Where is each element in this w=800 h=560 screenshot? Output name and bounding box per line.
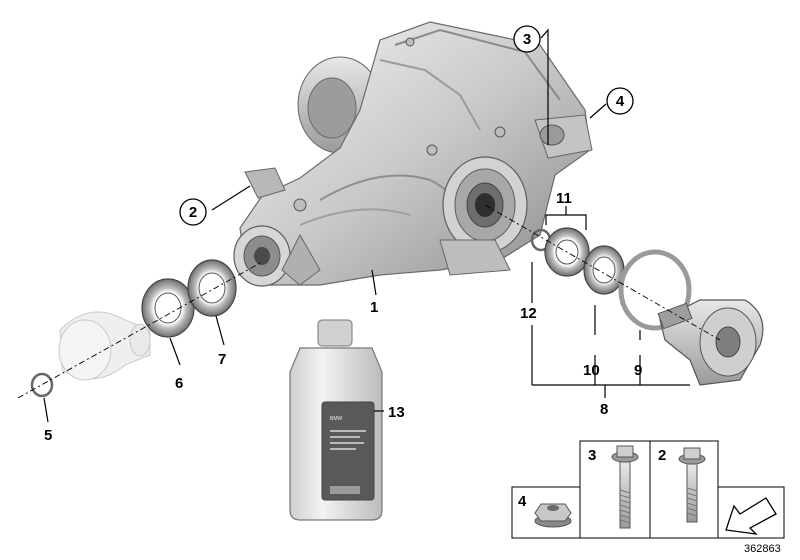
fastener-cell-3: 3: [588, 447, 596, 464]
callout-10: 10: [583, 362, 600, 379]
fastener-cell-2: 2: [658, 447, 666, 464]
fastener-cell-4: 4: [518, 493, 527, 510]
direction-arrow-icon: [725, 497, 777, 535]
callout-8: 8: [600, 401, 608, 418]
hex-bolt-short-icon: [678, 447, 706, 523]
shaft-seal-7: [187, 259, 237, 317]
shaft-seal-6: [141, 278, 195, 338]
callout-5: 5: [44, 427, 52, 444]
callout-3: 3: [523, 31, 531, 48]
shaft-seal-10: [583, 245, 625, 295]
differential-housing: [233, 21, 593, 287]
drive-flange: [58, 311, 151, 381]
assembly-axis-right: [484, 204, 721, 341]
leader-lines: [43, 28, 690, 423]
assembly-axis-left: [17, 261, 263, 399]
reference-number: 362863: [744, 543, 781, 555]
oil-bottle-13: BMW: [289, 319, 383, 521]
callout-2-circled: 2: [179, 198, 207, 226]
callout-13: 13: [388, 404, 405, 421]
lock-ring-5: [30, 372, 54, 398]
callout-2: 2: [189, 204, 197, 221]
callout-3-circled: 3: [513, 25, 541, 53]
callout-4: 4: [616, 93, 625, 110]
callout-9: 9: [634, 362, 642, 379]
fastener-table: 4 3 2: [511, 440, 785, 539]
callout-6: 6: [175, 375, 183, 392]
callout-4-circled: 4: [606, 87, 634, 115]
callout-1: 1: [370, 299, 378, 316]
output-flange-8: [657, 299, 764, 386]
callout-12: 12: [520, 305, 537, 322]
flange-nut-icon: [534, 503, 572, 528]
o-ring-9: [618, 249, 692, 331]
oil-bottle-label-text: BMW: [330, 416, 343, 422]
callout-11: 11: [556, 190, 572, 207]
hex-bolt-long-icon: [611, 445, 639, 529]
callout-7: 7: [218, 351, 226, 368]
